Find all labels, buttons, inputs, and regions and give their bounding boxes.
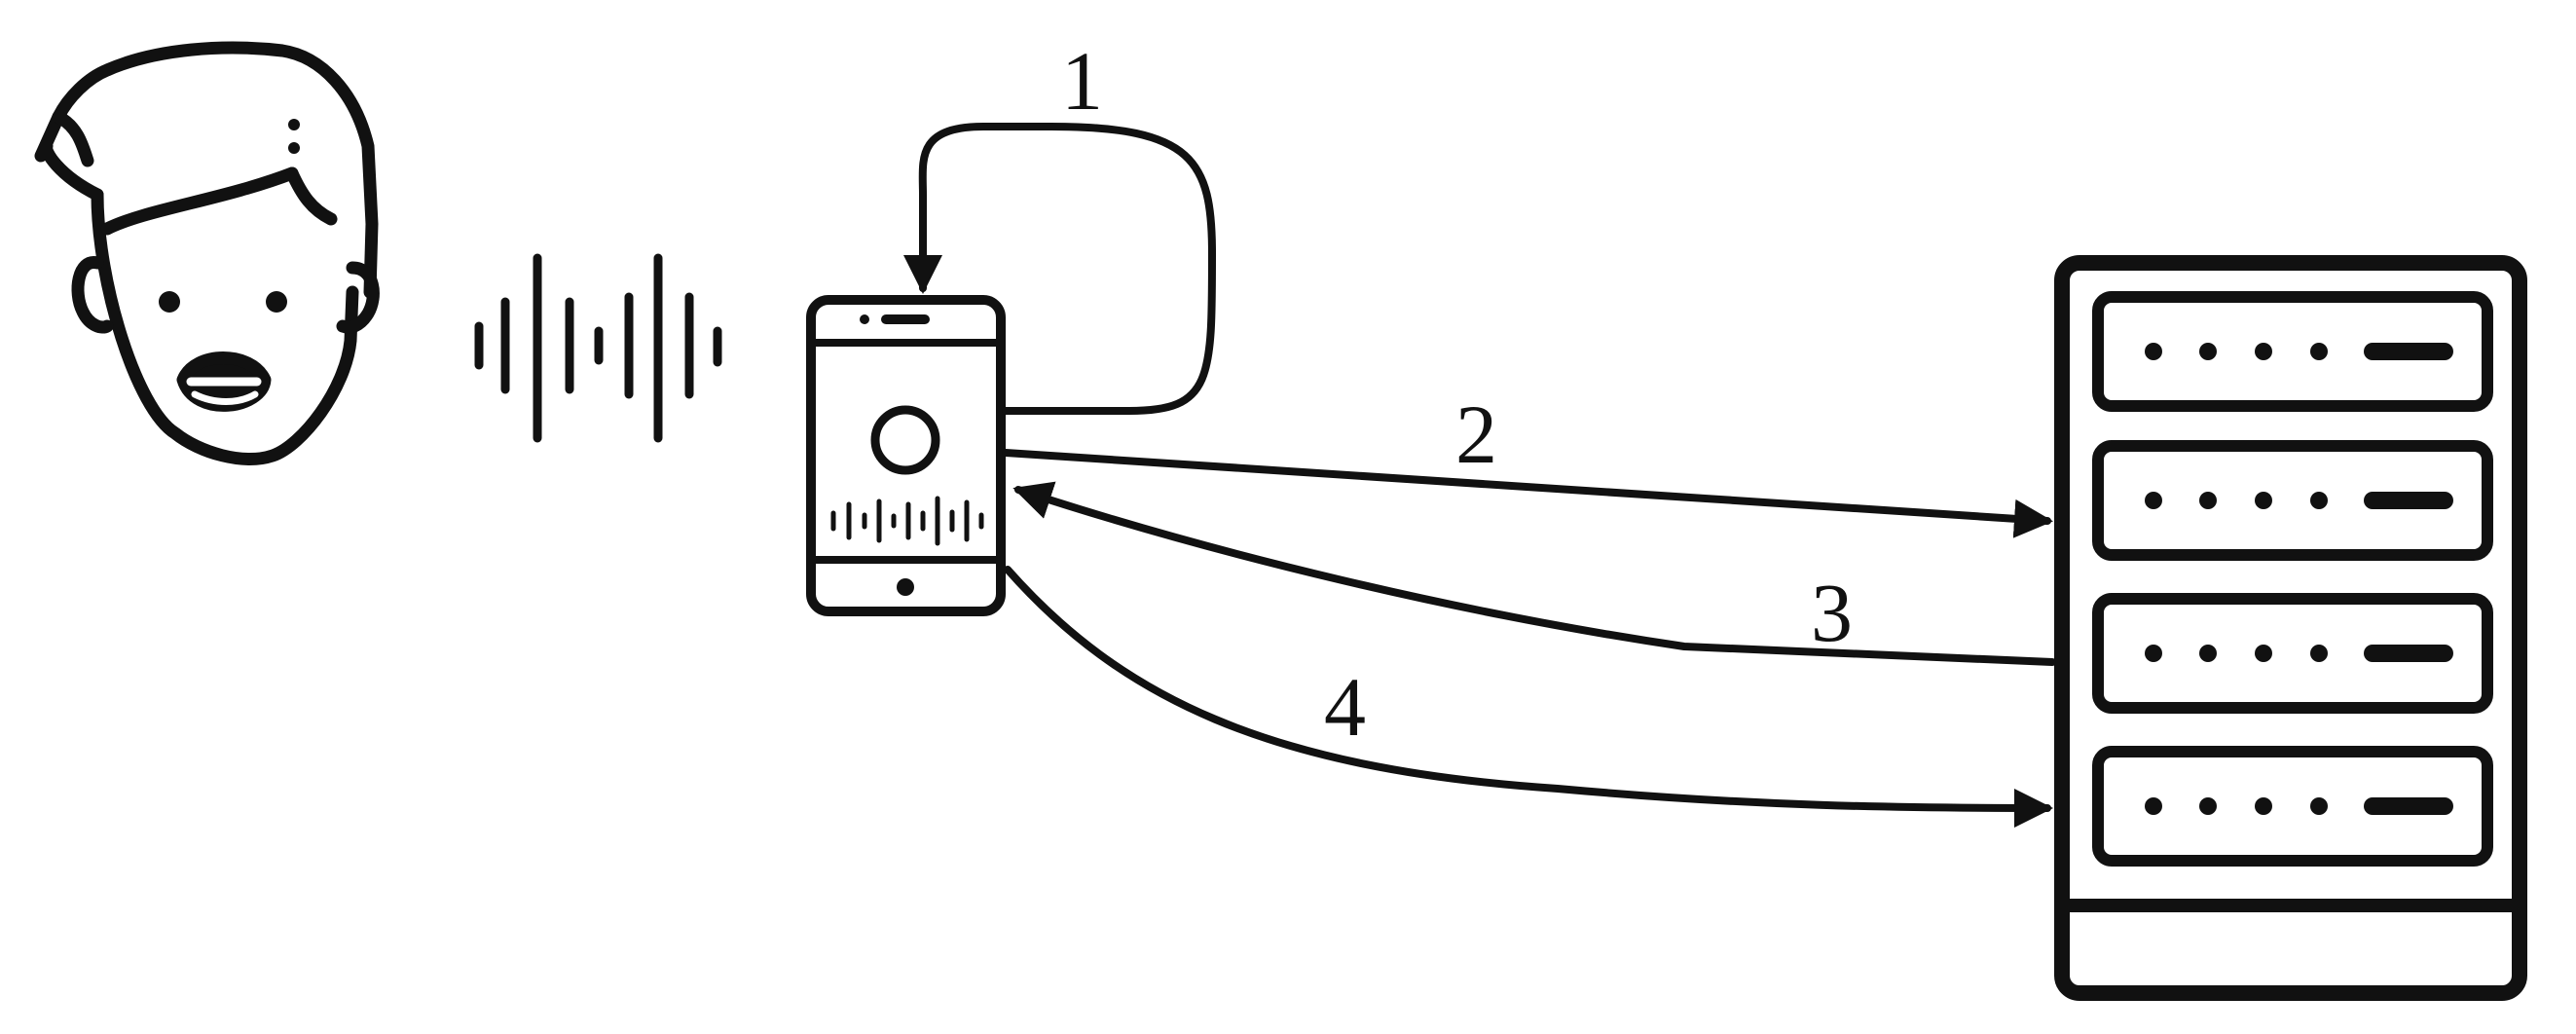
arrow-step-1	[903, 123, 1216, 415]
step-2-label: 2	[1455, 388, 1497, 481]
arrow-step-2	[1002, 449, 2053, 538]
arrow-step-4	[1004, 566, 2053, 828]
left-eye-icon	[159, 291, 180, 313]
hair-dot-icon	[288, 119, 300, 130]
step-1-label: 1	[1061, 34, 1103, 128]
right-eye-icon	[266, 291, 287, 313]
sound-wave-icon	[474, 253, 722, 443]
arrow-step-3	[1012, 481, 2056, 666]
step-4-label: 4	[1324, 660, 1366, 754]
server-rack-icon	[2054, 255, 2527, 1001]
step-3-label: 3	[1811, 566, 1853, 659]
hair-dot-icon	[288, 142, 300, 154]
speaking-person-icon	[34, 41, 380, 465]
smartphone-recording-icon	[806, 295, 1006, 616]
